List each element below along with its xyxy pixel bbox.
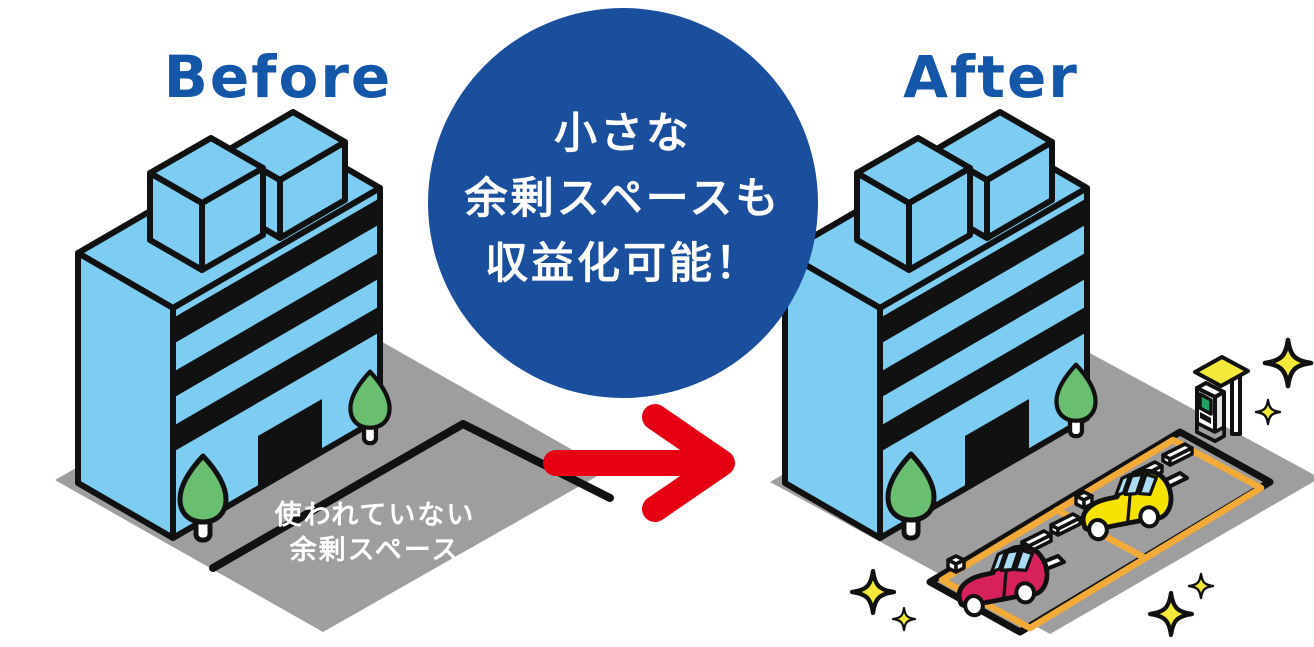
after-scene [770, 112, 1314, 635]
sparkle-icon [1265, 340, 1311, 386]
payment-kiosk-icon [1193, 355, 1250, 443]
callout-line1: 小さな [554, 109, 692, 159]
kiosk-slot [1200, 412, 1211, 424]
callout-line2: 余剰スペースも [464, 174, 782, 224]
after-title: After [903, 43, 1079, 111]
sparkle-icon [852, 571, 894, 613]
kiosk-screen [1198, 392, 1213, 416]
parking-boundary-line [938, 436, 1265, 632]
ground-after [770, 326, 1314, 634]
curb-block [946, 554, 966, 574]
callout-line3: 収益化可能！ [485, 239, 761, 289]
sparkle-icon [1187, 572, 1215, 600]
arrow-head [642, 404, 735, 522]
ground-before [55, 318, 608, 632]
kiosk-pole [1230, 374, 1242, 436]
sparkle-icon [891, 606, 917, 632]
callout-bubble: 小さな 余剰スペースも 収益化可能！ [428, 8, 818, 398]
unused-space-caption-line1: 使われていない [274, 500, 476, 531]
sparkle-icon [1254, 398, 1282, 426]
before-scene: 使われていない 余剰スペース [55, 112, 614, 632]
callout-circle [428, 8, 818, 398]
unused-space-caption-line2: 余剰スペース [289, 534, 461, 566]
arrow-right-icon [543, 404, 735, 522]
before-title: Before [164, 43, 393, 111]
sparkle-icon [1150, 593, 1192, 635]
kiosk-base [1195, 421, 1226, 443]
kiosk-canopy [1193, 355, 1250, 388]
